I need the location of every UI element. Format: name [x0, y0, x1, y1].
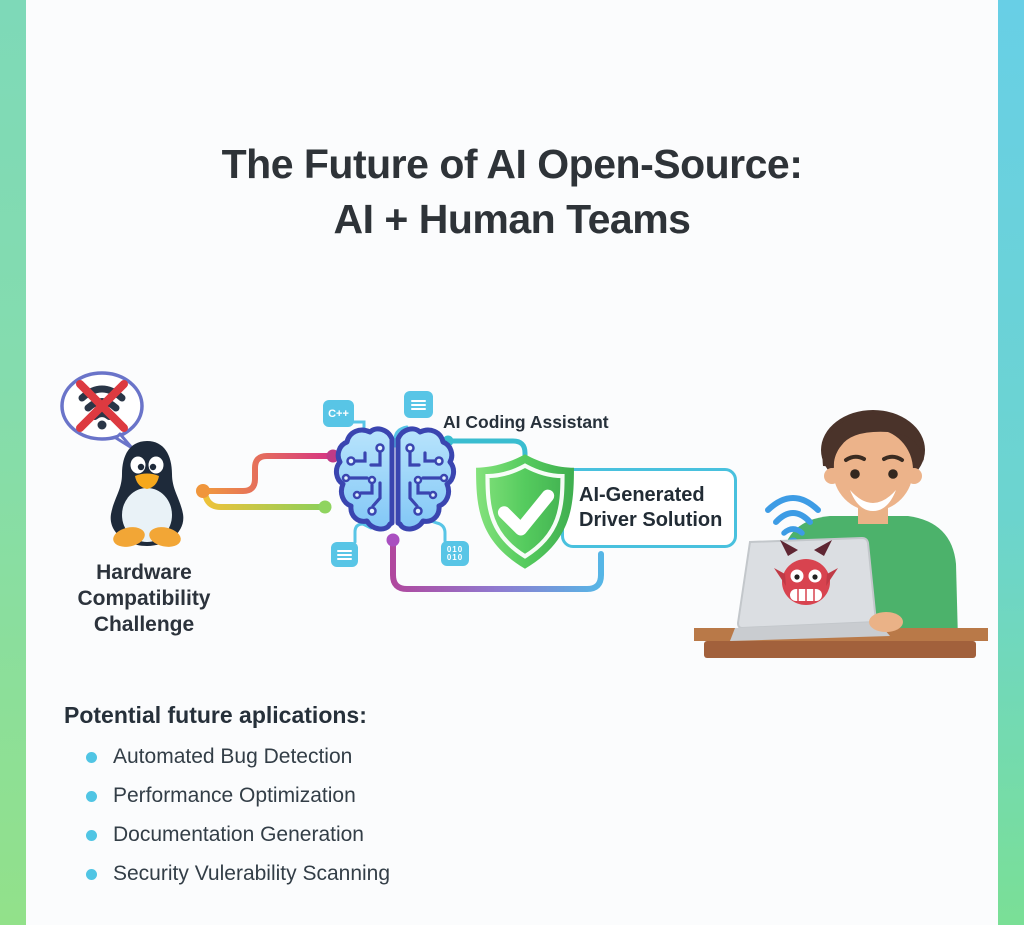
code-lines-chip-icon-bottom — [331, 542, 358, 567]
page-title-line1: The Future of AI Open-Source: — [221, 141, 803, 187]
connector-dot-orange — [196, 484, 210, 498]
circuit-pads — [341, 443, 449, 516]
ai-coding-assistant-label: AI Coding Assistant — [443, 412, 609, 432]
circuit-traces — [348, 451, 442, 508]
brain-to-solution-connector — [386, 533, 604, 592]
cpp-chip-icon: C++ — [323, 400, 354, 427]
connector-dot-purple — [386, 533, 400, 547]
smile — [850, 490, 896, 511]
bubble-tail — [114, 432, 134, 450]
penguin-foot-left — [113, 527, 145, 547]
bullet-dot — [86, 751, 97, 763]
checkmark — [497, 489, 555, 536]
list-item: Performance Optimization — [86, 784, 356, 808]
list-item: Documentation Generation — [86, 823, 364, 847]
list-item: Automated Bug Detection — [86, 745, 352, 769]
bullet-dot — [86, 868, 97, 880]
penguin-foot-right — [149, 527, 181, 547]
code-lines-chip-icon-top — [404, 391, 433, 418]
penguin-beak — [135, 473, 159, 489]
desk-front — [704, 641, 976, 658]
shield-check-icon — [476, 454, 574, 569]
left-gradient-bar — [0, 0, 26, 925]
applications-heading: Potential future aplications: — [64, 702, 367, 728]
person-hand — [869, 612, 903, 632]
person-head — [821, 410, 925, 511]
right-gradient-bar — [998, 0, 1024, 925]
hardware-challenge-label: Hardware Compatibility Challenge — [77, 561, 211, 636]
ai-brain-icon — [334, 423, 456, 541]
bullet-dot — [86, 829, 97, 841]
binary-chip-icon: 010 010 — [441, 541, 469, 566]
linux-penguin-icon — [110, 441, 184, 547]
wifi-icon — [765, 495, 821, 536]
red-x-icon — [76, 380, 128, 432]
list-item: Security Vulerability Scanning — [86, 862, 390, 886]
bullet-dot — [86, 790, 97, 802]
connector-dot-green — [318, 500, 332, 514]
laptop-base — [730, 622, 890, 641]
page-title-line2: AI + Human Teams — [333, 196, 691, 242]
devil-bug-icon — [774, 540, 838, 605]
ai-generated-driver-solution-box: AI-Generated Driver Solution — [561, 468, 737, 548]
developer-scene — [694, 410, 988, 658]
penguin-to-brain-connectors — [196, 449, 340, 514]
